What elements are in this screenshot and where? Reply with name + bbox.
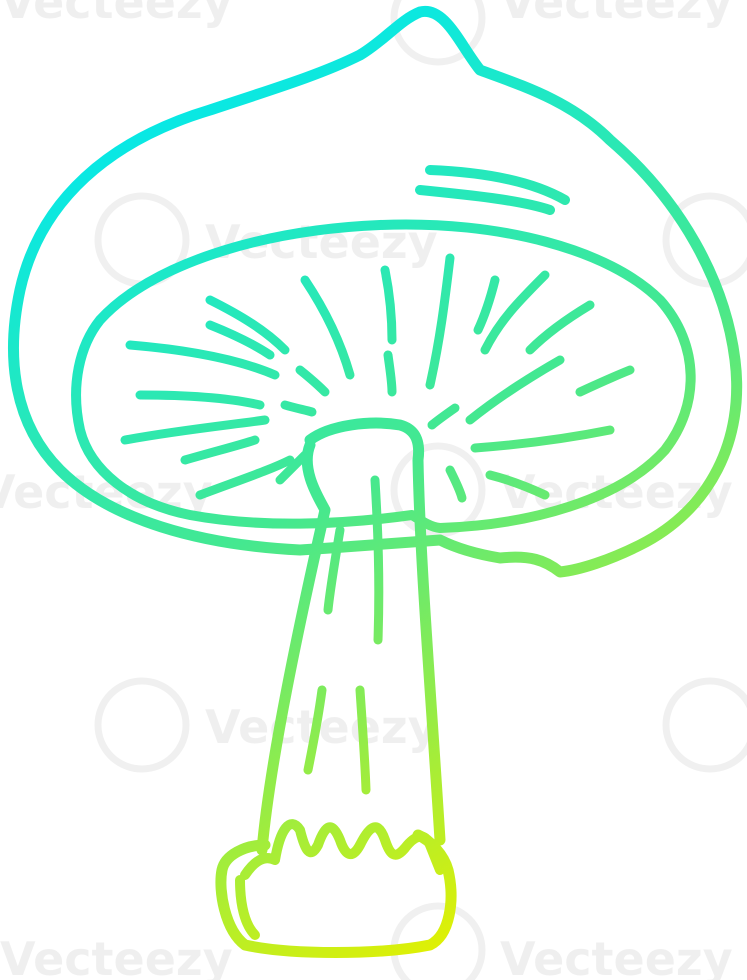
cap-outer-outline bbox=[8, 6, 743, 578]
svg-text:Vecteezy: Vecteezy bbox=[500, 0, 733, 29]
stem-base-bottom bbox=[235, 875, 260, 940]
stem-outline bbox=[256, 417, 446, 856]
cap-highlight-bottom bbox=[415, 185, 555, 215]
svg-text:Vecteezy: Vecteezy bbox=[500, 932, 733, 980]
cap-gill-ring bbox=[71, 219, 696, 533]
stem-base bbox=[215, 829, 457, 958]
stem-texture bbox=[303, 475, 384, 795]
cap-highlight-top bbox=[425, 165, 570, 205]
svg-text:Vecteezy: Vecteezy bbox=[0, 0, 233, 29]
gill-lines bbox=[120, 253, 635, 503]
stem-base-jagged-edge bbox=[240, 819, 445, 880]
svg-text:Vecteezy: Vecteezy bbox=[0, 932, 233, 980]
